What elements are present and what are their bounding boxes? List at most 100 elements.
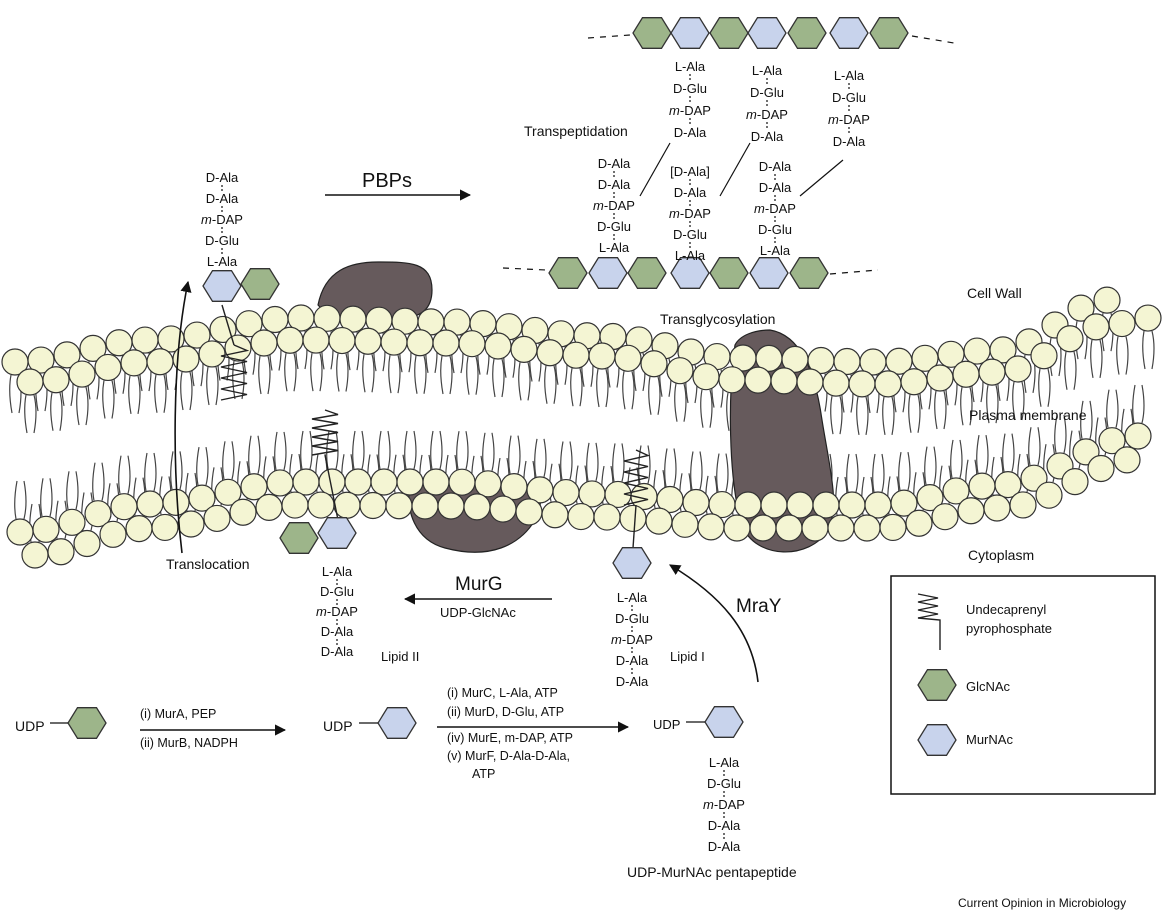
inner-back-lipid-tail xyxy=(1011,433,1015,472)
inner-back-lipid-head xyxy=(214,478,242,506)
reaction-2-step-4: (v) MurF, D-Ala-D-Ala, xyxy=(447,749,570,763)
inner-front-lipid-head xyxy=(489,495,517,523)
outer-front-lipid-tail xyxy=(215,366,219,406)
reaction-2-step-1: (i) MurC, L-Ala, ATP xyxy=(447,686,558,700)
outer-front-lipid-head xyxy=(666,357,694,385)
inner-back-lipid-tail xyxy=(1063,414,1067,454)
inner-front-lipid-head xyxy=(671,510,699,538)
udp-murnac-peptide-residue: m-DAP xyxy=(703,797,745,812)
inner-back-lipid-tail xyxy=(699,451,703,490)
outer-front-lipid-tail xyxy=(137,375,141,414)
inner-front-lipid-head xyxy=(879,513,907,542)
outer-front-lipid-tail xyxy=(934,390,938,430)
inner-back-lipid-tail xyxy=(248,435,252,474)
outer-front-lipid-tail xyxy=(856,396,860,435)
inner-front-lipid-head xyxy=(21,541,49,569)
outer-back-lipid-head xyxy=(989,336,1017,364)
crosslink-2 xyxy=(719,142,751,197)
outer-front-lipid-tail xyxy=(128,375,132,414)
bottom-peptide-1-residue: L-Ala xyxy=(599,240,630,255)
outer-front-lipid-tail xyxy=(50,392,54,431)
outer-front-lipid-head xyxy=(42,366,70,394)
outer-front-lipid-head xyxy=(120,349,148,377)
inner-back-lipid-tail xyxy=(300,430,304,470)
inner-back-lipid-tail xyxy=(456,431,460,470)
inner-back-lipid-tail xyxy=(690,451,694,490)
inner-front-lipid-head xyxy=(541,501,569,529)
links-and-arrows xyxy=(50,34,955,840)
udp-murnac-peptide-residue: D-Ala xyxy=(708,818,741,833)
inner-front-lipid-head xyxy=(723,514,751,542)
carrier-stem xyxy=(221,304,235,346)
inner-front-lipid-head xyxy=(411,492,439,520)
udp-label-1: UDP xyxy=(15,718,45,734)
outer-front-lipid-head xyxy=(484,332,512,360)
legend-glcnac-icon xyxy=(917,669,957,701)
inner-back-lipid-tail xyxy=(430,430,434,470)
outer-front-lipid-head xyxy=(172,345,200,373)
inner-back-lipid-head xyxy=(370,468,398,496)
outer-front-lipid-tail xyxy=(440,355,444,395)
inner-back-lipid-tail xyxy=(638,445,642,484)
outer-front-lipid-head xyxy=(692,363,720,391)
inner-back-lipid-head xyxy=(136,490,164,518)
bottom-peptide-3-residue: D-Glu xyxy=(758,222,792,237)
bottom-peptide-1-residue: D-Ala xyxy=(598,177,631,192)
outer-front-lipid-head xyxy=(900,368,928,396)
glcnac-icon xyxy=(548,257,588,289)
outer-back-lipid-head xyxy=(53,341,81,369)
outer-front-lipid-tail xyxy=(267,355,271,395)
inner-front-lipid-head xyxy=(619,504,647,533)
outer-front-lipid-head xyxy=(510,335,538,363)
inner-back-lipid-tail xyxy=(664,448,668,487)
outer-front-lipid-tail xyxy=(1047,368,1051,407)
translocated-peptide-residue: L-Ala xyxy=(207,254,238,269)
inner-front-lipid-head xyxy=(853,514,881,542)
inner-back-lipid-tail xyxy=(170,451,174,490)
bottom-peptide-3-residue: L-Ala xyxy=(760,243,791,258)
top-peptide-1-residue: D-Ala xyxy=(674,125,707,140)
outer-front-lipid-head xyxy=(614,344,642,372)
outer-back-lipid-head xyxy=(911,344,939,372)
outer-front-lipid-tail xyxy=(293,353,297,392)
sugar-units xyxy=(67,17,957,756)
inner-front-lipid-head xyxy=(203,504,231,533)
outer-front-lipid-head xyxy=(718,366,746,394)
inner-back-lipid-tail xyxy=(153,452,157,492)
outer-front-lipid-head xyxy=(926,364,954,392)
inner-back-lipid-tail xyxy=(309,430,313,470)
outer-front-lipid-tail xyxy=(59,392,63,431)
outer-front-lipid-head xyxy=(68,360,96,388)
inner-back-lipid-head xyxy=(292,468,320,496)
translocation-label: Translocation xyxy=(166,556,250,572)
inner-back-lipid-tail xyxy=(352,430,356,470)
outer-front-lipid-tail xyxy=(449,355,453,395)
outer-front-lipid-head xyxy=(432,329,460,357)
inner-back-lipid-tail xyxy=(517,435,521,474)
inner-back-lipid-tail xyxy=(950,439,954,479)
inner-back-lipid-tail xyxy=(1141,384,1145,424)
outer-front-lipid-head xyxy=(874,370,902,398)
inner-back-lipid-tail xyxy=(1028,427,1032,466)
inner-back-lipid-head xyxy=(578,480,606,508)
outer-front-lipid-tail xyxy=(1012,381,1016,421)
outer-front-lipid-tail xyxy=(986,385,990,424)
inner-back-lipid-tail xyxy=(508,435,512,474)
inner-front-lipid-head xyxy=(125,515,153,543)
inner-back-lipid-tail xyxy=(1054,414,1058,454)
top-peptide-3-residue: D-Glu xyxy=(832,90,866,105)
legend-murnac-label: MurNAc xyxy=(966,732,1013,747)
inner-back-lipid-head xyxy=(864,491,892,519)
cell-wall-label: Cell Wall xyxy=(967,285,1022,301)
bottom-peptide-3-residue: D-Ala xyxy=(759,159,792,174)
inner-front-lipid-head xyxy=(983,494,1011,522)
outer-front-lipid-tail xyxy=(24,394,28,434)
inner-back-lipid-tail xyxy=(907,451,911,491)
outer-front-lipid-tail xyxy=(943,390,947,430)
outer-front-lipid-head xyxy=(354,327,382,355)
outer-front-lipid-tail xyxy=(319,352,323,392)
lipid-ii-peptide-residue: L-Ala xyxy=(322,564,353,579)
outer-front-lipid-head xyxy=(16,368,44,396)
inner-back-lipid-tail xyxy=(1106,389,1110,428)
